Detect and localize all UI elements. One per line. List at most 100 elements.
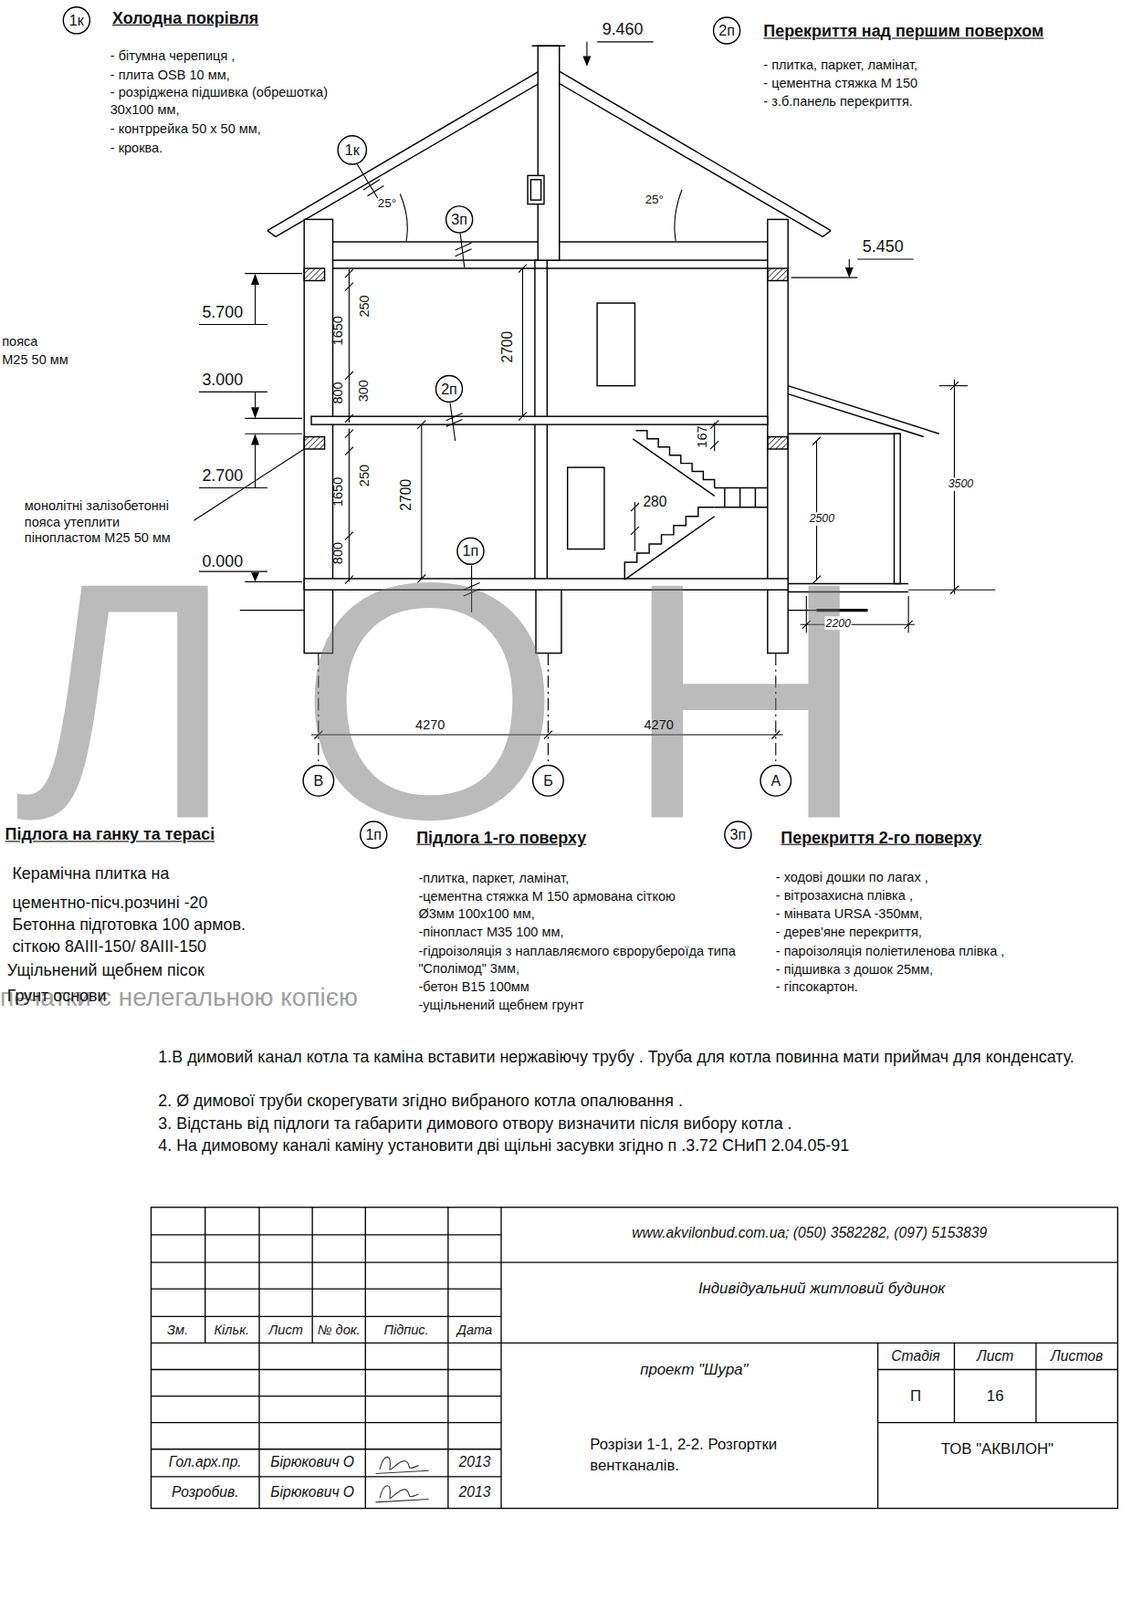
- callout-note: монолітні залізобетонні пояса утеплити п…: [24, 498, 189, 546]
- level-mark: 2.700: [201, 465, 243, 485]
- title-block-cell: Розробив.: [171, 1483, 240, 1501]
- dimension-text: 4270: [644, 717, 674, 734]
- spec-line: -плитка, паркет, ламінат,: [418, 869, 569, 888]
- callout-number: 3п: [723, 820, 753, 849]
- title-block-cell: ТОВ "АКВІЛОН": [941, 1440, 1054, 1459]
- note-text: М25 50 мм: [1, 352, 69, 368]
- title-block-cell: Підпис.: [383, 1321, 429, 1338]
- sheet-title: Розрізи 1-1, 2-2. Розгортки вентканалів.: [589, 1433, 795, 1477]
- spec-line: Ущільнений щебнем пісок: [7, 960, 205, 980]
- title-block-cell: 2013: [459, 1483, 492, 1501]
- spec-line: - бітумна черепиця ,: [110, 46, 236, 64]
- spec-line: Бетонна підготовка 100 армов.: [11, 914, 246, 934]
- dimension-text: 300: [355, 379, 371, 402]
- title-block-cell: Стадія: [890, 1348, 940, 1366]
- angle-text: 25°: [645, 191, 664, 207]
- spec-line: - дерев'яне перекриття,: [775, 924, 923, 941]
- title-block-cell: № док.: [317, 1321, 361, 1338]
- dimension-text: 1650: [329, 477, 346, 507]
- callout-circle: 1п: [456, 536, 485, 566]
- axis-letter: А: [759, 764, 793, 797]
- callout-circle: 1п: [359, 820, 388, 849]
- spec-line: - з.б.панель перекриття.: [763, 94, 913, 110]
- dimension-text: 250: [356, 294, 372, 317]
- title-block-cell: Бірюкович О: [270, 1454, 355, 1472]
- watermark: ЛОН: [14, 533, 932, 870]
- level-mark: 5.450: [862, 236, 904, 256]
- axis-letter: В: [302, 764, 336, 797]
- callout-number: 2п: [712, 16, 741, 45]
- title-block-cell: Індивідуальний житловий будинок: [698, 1278, 945, 1298]
- section-heading: Перекриття над першим поверхом: [763, 20, 1044, 41]
- spec-line: - ходові дошки по лагах ,: [775, 869, 929, 886]
- spec-line: - розріджена підшивка (обрешотка) 30х100…: [110, 83, 346, 119]
- dimension-text: 800: [329, 542, 346, 565]
- dimension-text: 2200: [824, 616, 852, 630]
- spec-line: - плитка, паркет, ламінат,: [763, 57, 918, 74]
- level-mark: 5.700: [201, 302, 243, 322]
- level-mark: 9.460: [602, 19, 644, 39]
- dimension-text: 2700: [398, 479, 416, 512]
- spec-line: - гіпсокартон.: [775, 978, 859, 995]
- spec-line: - цементна стяжка М 150: [763, 75, 918, 92]
- spec-line: - підшивка з дошок 25мм,: [775, 961, 933, 977]
- callout-number: 1п: [456, 536, 485, 566]
- callout-number: 1к: [62, 6, 91, 35]
- axis-bubble: А: [759, 764, 793, 797]
- spec-line: -гідроізоляція з наплавляємого єврорубер…: [418, 942, 740, 977]
- callout-number: 1п: [359, 820, 388, 849]
- title-block-cell: 16: [986, 1387, 1005, 1406]
- title-block-cell: 2013: [459, 1454, 492, 1472]
- spec-line: - контррейка 50 х 50 мм,: [110, 120, 262, 138]
- spec-line: - кроква.: [110, 138, 163, 157]
- title-block-cell: Гол.арх.пр.: [168, 1454, 242, 1472]
- signature: [375, 1456, 429, 1502]
- general-note: 2. Ø димової труби скорегувати згідно ви…: [157, 1090, 683, 1111]
- section-heading: Холодна покрівля: [112, 8, 259, 28]
- dimension-text: 4270: [415, 717, 445, 734]
- spec-line: - пароізоляція поліетиленова плівка ,: [775, 943, 1006, 959]
- spec-line: Грунт основи: [7, 985, 107, 1006]
- spec-line: - плита OSB 10 мм,: [110, 66, 231, 84]
- general-note: 1.В димовий канал котла та каміна встави…: [157, 1047, 1112, 1068]
- spec-line: Керамічна плитка на: [11, 863, 169, 883]
- dimension-text: 1650: [329, 315, 346, 346]
- dimension-text: 2700: [498, 331, 516, 364]
- title-block-cell: Бірюкович О: [270, 1483, 355, 1501]
- note-text: пояса: [1, 334, 38, 350]
- dimension-text: 250: [356, 464, 372, 487]
- title-block-cell: проект "Шура": [639, 1360, 748, 1379]
- title-block-cell: Зм.: [167, 1321, 189, 1338]
- title-block-cell: П: [910, 1387, 922, 1406]
- callout-number: 3п: [445, 205, 474, 234]
- title-block-cell: Кільк.: [214, 1321, 251, 1338]
- callout-circle: 1к: [336, 135, 368, 167]
- spec-line: -бетон В15 100мм: [418, 977, 529, 996]
- angle-text: 25°: [377, 196, 397, 211]
- title-block-cell: www.akvilonbud.com.ua; (050) 3582282, (0…: [631, 1224, 987, 1242]
- dimension-text: 800: [329, 381, 346, 404]
- spec-line: - мінвата URSA -350мм,: [775, 906, 923, 923]
- callout-circle: 2п: [434, 374, 463, 403]
- general-note: 4. На димовому каналі каміну установити …: [157, 1135, 849, 1155]
- callout-circle: 3п: [723, 820, 753, 849]
- axis-bubble: Б: [532, 764, 566, 797]
- axis-bubble: В: [302, 764, 336, 797]
- spec-line: сіткою 8АIII-150/ 8АIII-150: [11, 936, 207, 956]
- level-mark: 3.000: [201, 369, 243, 389]
- axis-letter: Б: [532, 764, 566, 797]
- spec-line: - вітрозахисна плівка ,: [775, 888, 913, 904]
- callout-circle: 3п: [445, 205, 474, 234]
- level-arrows: [251, 55, 854, 582]
- section-heading: Підлога 1-го поверху: [416, 828, 587, 848]
- title-block-cell: Лист: [268, 1321, 303, 1338]
- title-block-cell: Листов: [1050, 1348, 1103, 1366]
- spec-line: -пінопласт М35 100 мм,: [418, 923, 564, 942]
- dimension-text: 2500: [808, 512, 837, 526]
- callout-number: 1к: [336, 135, 368, 167]
- title-block-cell: Лист: [976, 1348, 1014, 1366]
- title-block-cell: Дата: [457, 1321, 493, 1338]
- dimension-text: 3500: [947, 477, 975, 492]
- spec-line: -ущільнений щебнем грунт: [418, 995, 584, 1014]
